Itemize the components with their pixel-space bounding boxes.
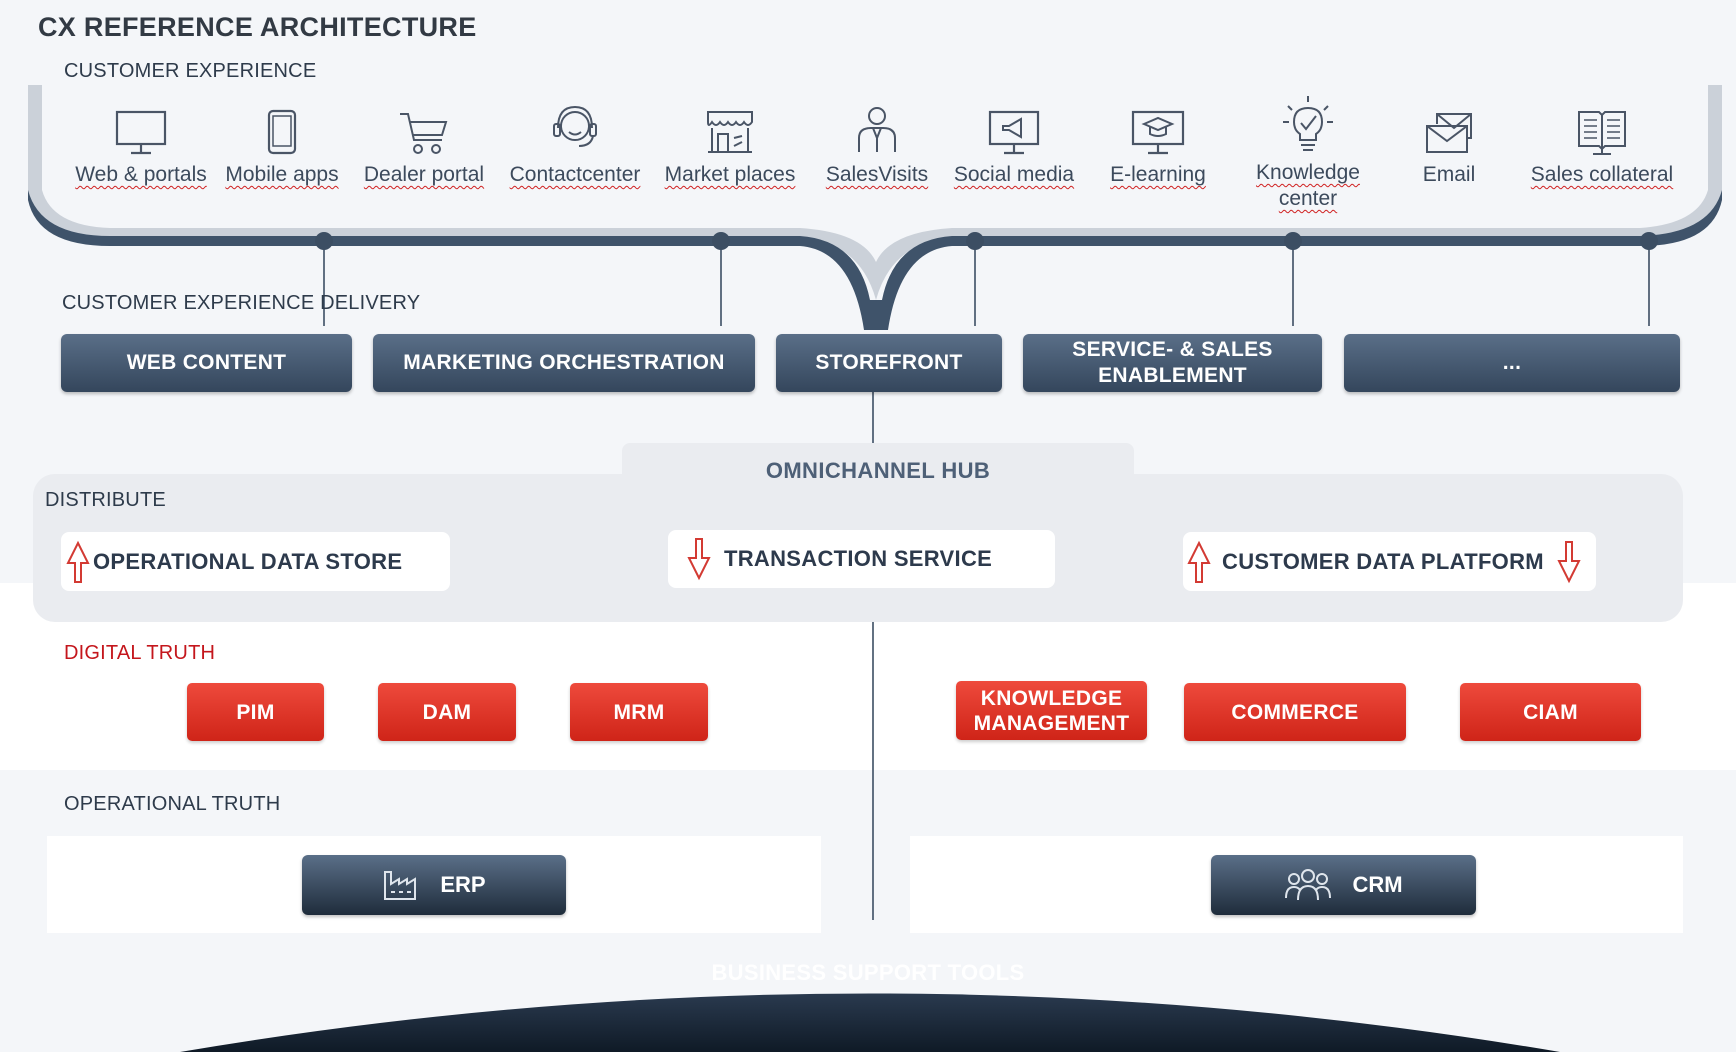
digital-truth-label: DIGITAL TRUTH [64, 642, 216, 664]
channel-e-learning[interactable]: E-learning [1083, 100, 1233, 188]
customer-data-platform-box[interactable]: CUSTOMER DATA PLATFORM [1183, 532, 1596, 591]
marketing-orchestration-button[interactable]: MARKETING ORCHESTRATION [373, 334, 755, 392]
more-delivery-button[interactable]: ... [1344, 334, 1680, 392]
crm-button[interactable]: CRM [1211, 855, 1476, 915]
erp-label: ERP [440, 872, 486, 897]
erp-button[interactable]: ERP [302, 855, 566, 915]
arrow-up-icon [1187, 540, 1211, 583]
factory-icon [384, 871, 417, 900]
open-book-icon [1578, 111, 1626, 155]
channel-email[interactable]: Email [1374, 100, 1524, 188]
ciam-button[interactable]: CIAM [1460, 683, 1641, 741]
dam-button[interactable]: DAM [378, 683, 516, 741]
transaction-service-label: TRANSACTION SERVICE [724, 546, 993, 571]
channel-label: SalesVisits [825, 163, 929, 186]
channel-label: Email [1422, 163, 1476, 186]
graduation-screen-icon [1131, 110, 1185, 155]
channel-mobile-apps[interactable]: Mobile apps [207, 100, 357, 188]
omnichannel-hub-title: OMNICHANNEL HUB [765, 458, 991, 483]
channel-market-places[interactable]: Market places [655, 100, 805, 188]
channel-label: Web & portals [75, 163, 207, 186]
smartphone-icon [267, 109, 297, 155]
operational-data-store-box[interactable]: OPERATIONAL DATA STORE [61, 532, 450, 591]
arrow-down-icon [1557, 540, 1581, 583]
delivery-label: CUSTOMER EXPERIENCE DELIVERY [62, 292, 421, 314]
arrow-down-icon [687, 538, 711, 581]
email-icon [1426, 113, 1472, 153]
cdp-label: CUSTOMER DATA PLATFORM [1222, 548, 1544, 574]
channel-label: Contactcenter [509, 163, 641, 186]
channel-sales-collateral[interactable]: Sales collateral [1515, 100, 1689, 188]
crm-label: CRM [1352, 872, 1403, 897]
lightbulb-icon [1283, 96, 1333, 151]
channel-label: Market places [664, 163, 796, 186]
channel-label: Dealer portal [363, 163, 485, 186]
page-title: CX REFERENCE ARCHITECTURE [38, 12, 477, 42]
ods-label: OPERATIONAL DATA STORE [93, 548, 403, 574]
storefront-button[interactable]: STOREFRONT [776, 334, 1002, 392]
commerce-button[interactable]: COMMERCE [1184, 683, 1406, 741]
channel-label: Mobile apps [225, 163, 339, 186]
market-stall-icon [707, 111, 753, 153]
mrm-button[interactable]: MRM [570, 683, 708, 741]
channel-label: E-learning [1110, 163, 1206, 186]
service-sales-enablement-button[interactable]: SERVICE- & SALES ENABLEMENT [1023, 334, 1322, 392]
customer-experience-label: CUSTOMER EXPERIENCE [64, 60, 317, 82]
web-content-button[interactable]: WEB CONTENT [61, 334, 352, 392]
channel-dealer-portal[interactable]: Dealer portal [349, 100, 499, 188]
channel-label: Social media [953, 163, 1075, 186]
salesperson-icon [858, 107, 896, 152]
channel-contactcenter[interactable]: Contactcenter [500, 100, 650, 188]
channel-label: Knowledge center [1256, 161, 1360, 210]
arrow-up-icon [66, 540, 90, 583]
knowledge-management-button[interactable]: KNOWLEDGE MANAGEMENT [956, 681, 1147, 740]
business-support-tools-label: BUSINESS SUPPORT TOOLS [711, 960, 1025, 985]
monitor-icon [115, 110, 167, 155]
distribute-label: DISTRIBUTE [45, 489, 166, 511]
pim-button[interactable]: PIM [187, 683, 324, 741]
channel-label: Sales collateral [1530, 163, 1674, 186]
channel-social-media[interactable]: Social media [939, 100, 1089, 188]
channel-web-portals[interactable]: Web & portals [66, 100, 216, 188]
headset-agent-icon [553, 105, 597, 147]
operational-truth-label: OPERATIONAL TRUTH [64, 793, 281, 815]
shopping-cart-icon [400, 113, 448, 154]
people-group-icon [1285, 869, 1332, 901]
transaction-service-box[interactable]: TRANSACTION SERVICE [668, 530, 1055, 588]
channel-knowledge-center[interactable]: Knowledge center [1233, 90, 1383, 212]
channel-salesvisits[interactable]: SalesVisits [802, 100, 952, 188]
megaphone-screen-icon [988, 110, 1040, 155]
